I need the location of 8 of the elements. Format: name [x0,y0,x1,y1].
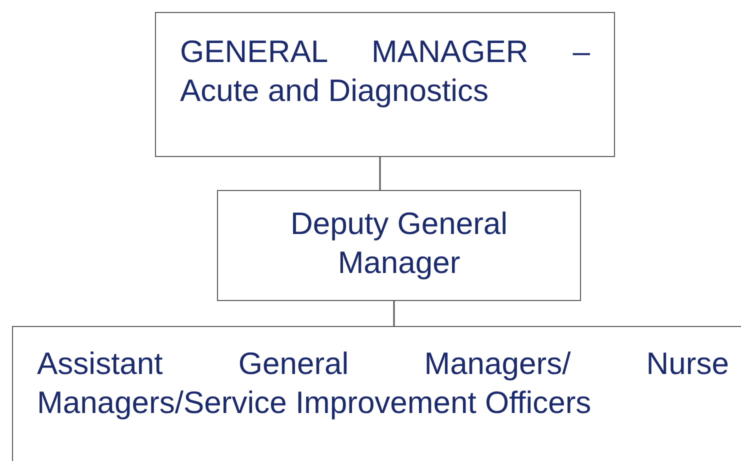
org-box [155,12,615,157]
connector-line [393,301,395,326]
connector-line [379,157,381,190]
org-box [12,326,741,461]
org-box [217,190,581,301]
role-title: Deputy General Manager [289,205,509,282]
role-title: GENERAL MANAGER – Acute and Diagnostics [180,33,590,110]
role-title: Assistant General Managers/ Nurse Managers/Service Improvement Officers [37,345,729,422]
